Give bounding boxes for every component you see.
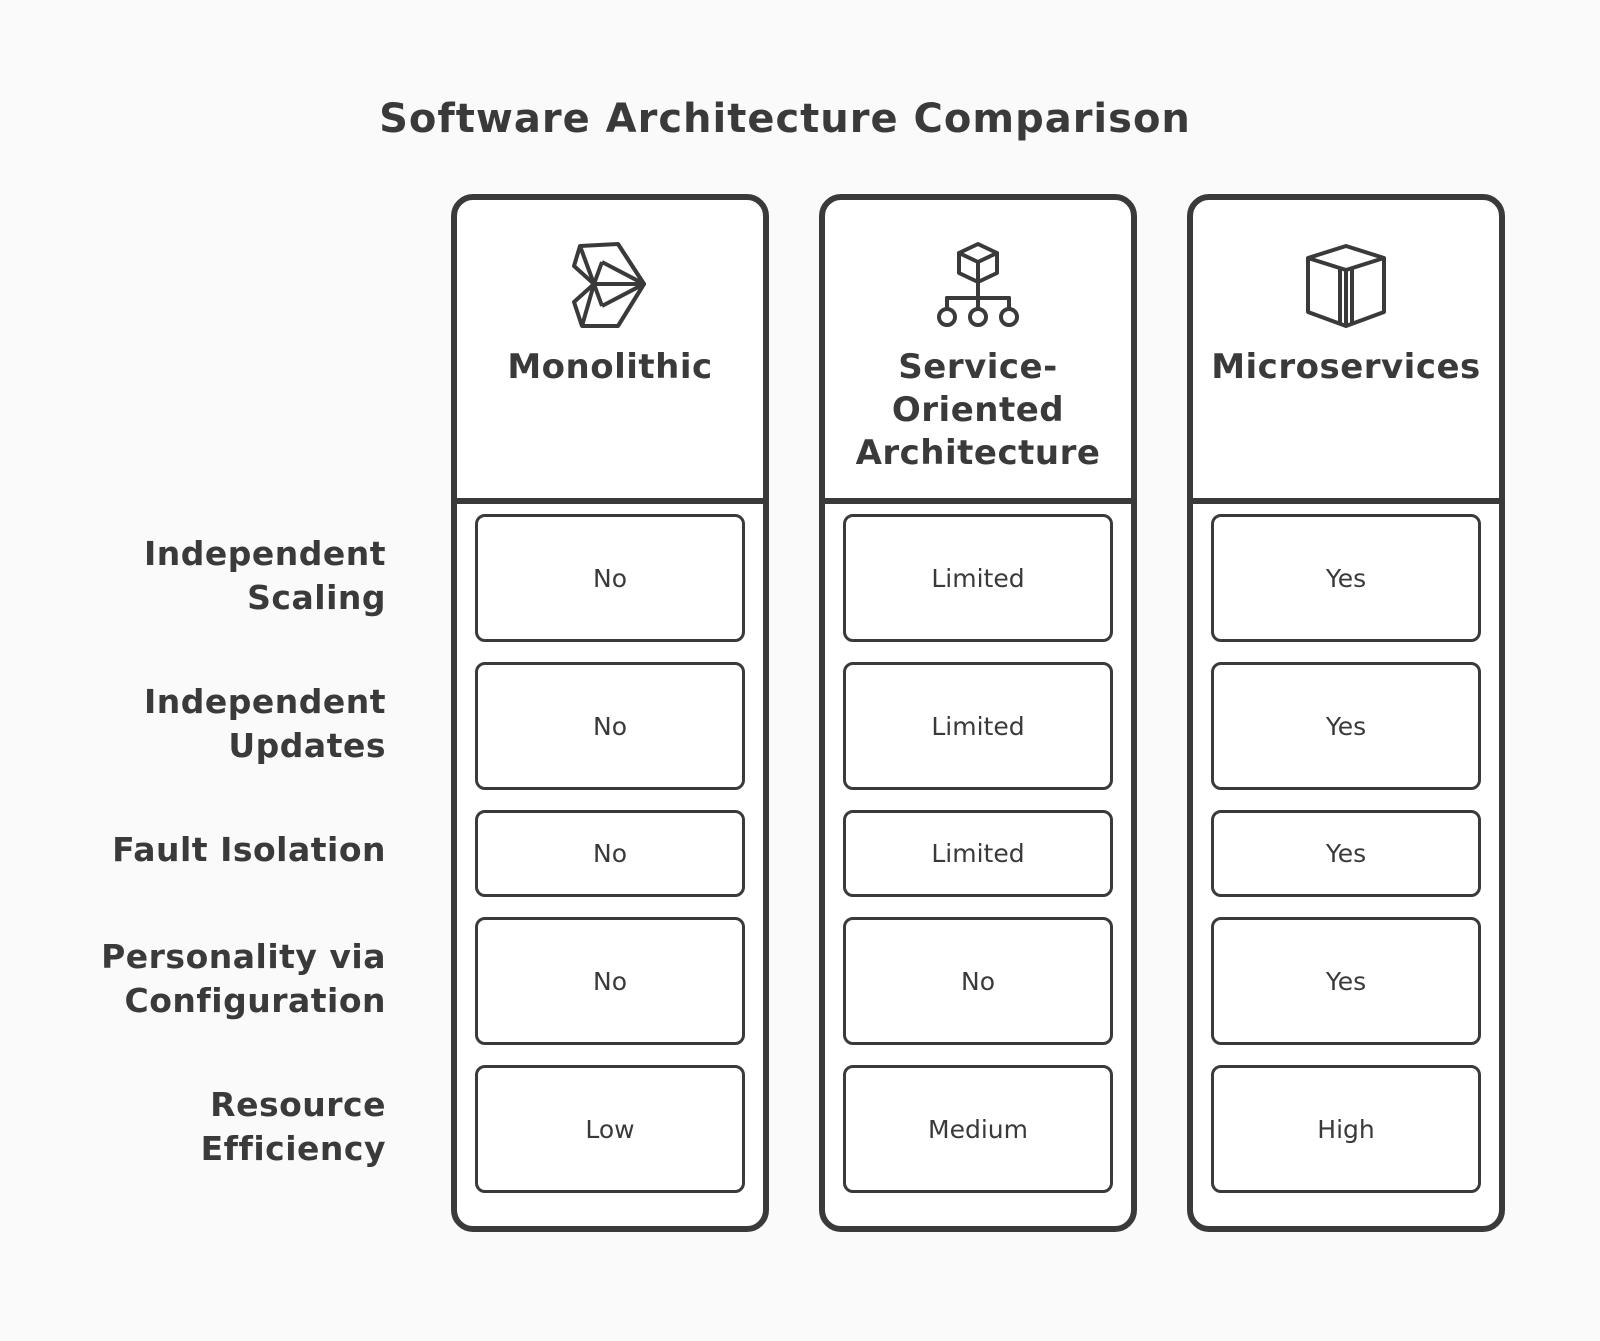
column-header: Microservices [1193, 200, 1499, 504]
column-title: Microservices [1211, 347, 1481, 387]
cell-microservices-independent-updates: Yes [1211, 662, 1481, 790]
cell-soa-fault-isolation: Limited [843, 810, 1113, 897]
cell-microservices-independent-scaling: Yes [1211, 514, 1481, 642]
row-label-independent-updates: Independent Updates [143, 682, 386, 765]
column-title: Service- Oriented Architecture [855, 347, 1101, 473]
cell-microservices-fault-isolation: Yes [1211, 810, 1481, 897]
column-title: Monolithic [507, 347, 713, 387]
monolith-icon [572, 242, 646, 328]
page-title: Software Architecture Comparison [379, 96, 1191, 142]
hierarchy-cube-icon [937, 242, 1019, 327]
cell-soa-independent-updates: Limited [843, 662, 1113, 790]
column-header: Service- Oriented Architecture [825, 200, 1131, 504]
row-label-fault-isolation: Fault Isolation [112, 830, 386, 869]
column-microservices: Microservices Yes Yes Yes Yes High [1187, 194, 1505, 1232]
cell-monolithic-personality: No [475, 917, 745, 1045]
cell-monolithic-resource-efficiency: Low [475, 1065, 745, 1193]
column-header: Monolithic [457, 200, 763, 504]
row-label-resource-efficiency: Resource Efficiency [200, 1085, 386, 1168]
cell-monolithic-independent-scaling: No [475, 514, 745, 642]
cube-icon [1306, 244, 1386, 328]
cell-monolithic-fault-isolation: No [475, 810, 745, 897]
cell-soa-resource-efficiency: Medium [843, 1065, 1113, 1193]
cell-soa-personality: No [843, 917, 1113, 1045]
column-monolithic: Monolithic No No No No Low [451, 194, 769, 1232]
column-soa: Service- Oriented Architecture Limited L… [819, 194, 1137, 1232]
cell-monolithic-independent-updates: No [475, 662, 745, 790]
cell-microservices-personality: Yes [1211, 917, 1481, 1045]
row-label-personality-via-configuration: Personality via Configuration [101, 937, 386, 1020]
row-label-independent-scaling: Independent Scaling [143, 534, 386, 617]
cell-soa-independent-scaling: Limited [843, 514, 1113, 642]
cell-microservices-resource-efficiency: High [1211, 1065, 1481, 1193]
